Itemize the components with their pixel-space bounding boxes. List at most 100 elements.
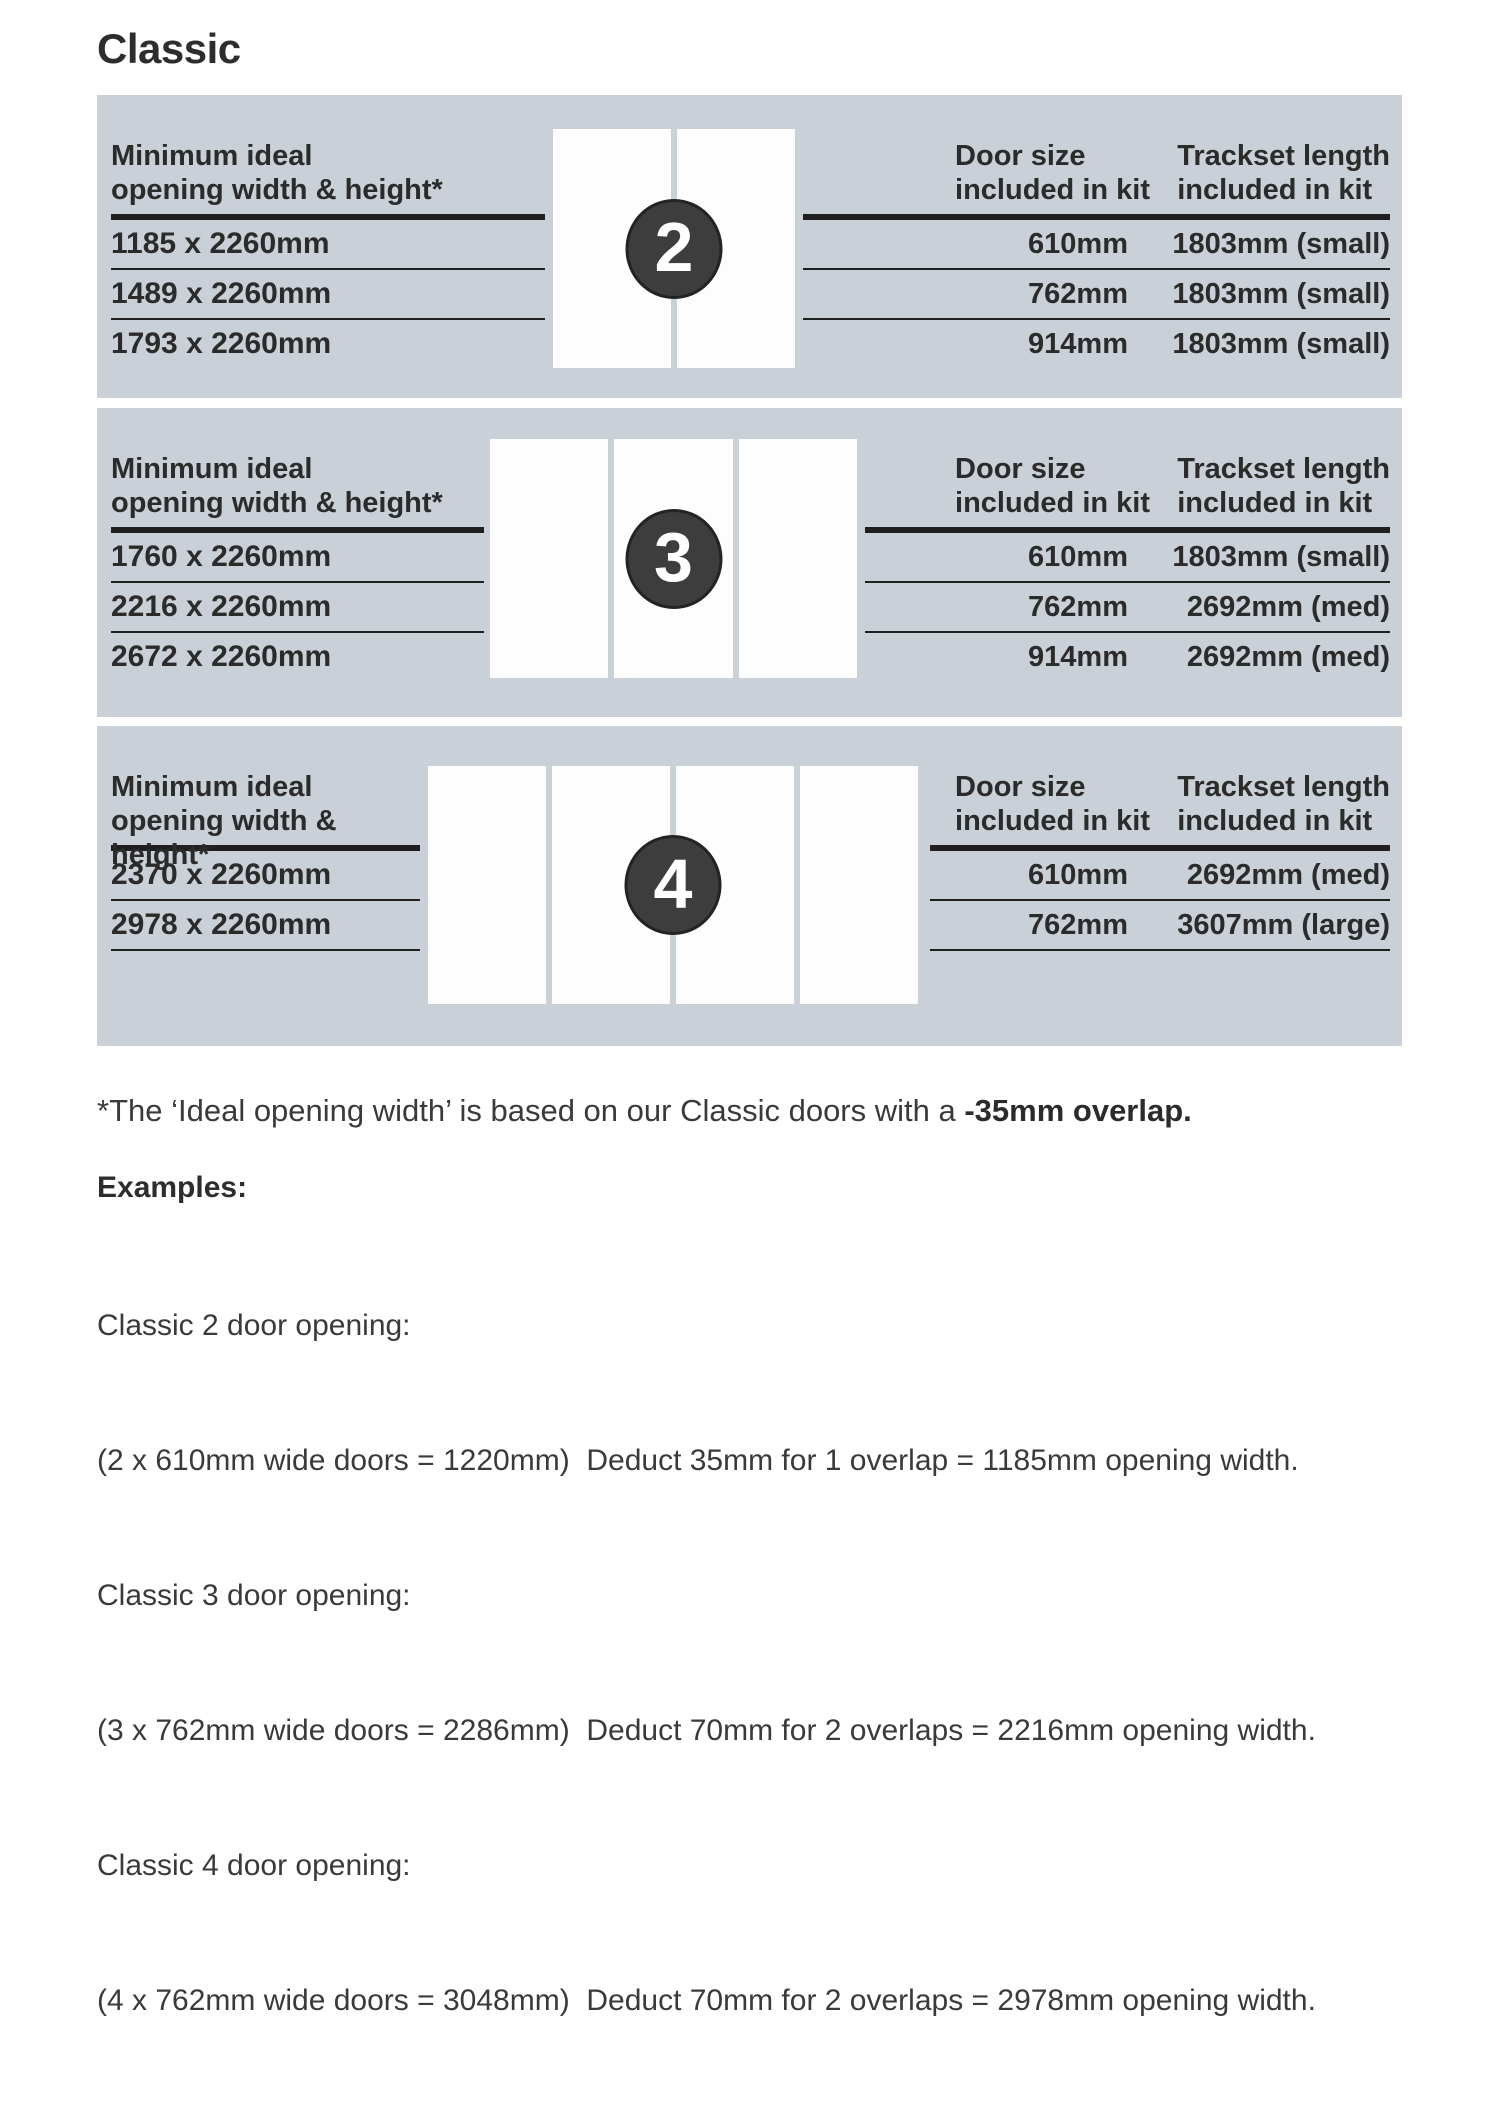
overlap-footnote: *The ‘Ideal opening width’ is based on o…: [97, 1093, 1500, 1129]
trackset-value: 1803mm (small): [1172, 327, 1390, 360]
trackset-header: Trackset length included in kit: [1158, 770, 1390, 838]
trackset-header-line2: included in kit: [1177, 174, 1373, 206]
door-size-header-line1: Door size: [955, 140, 1086, 172]
kit-table-header: Door size included in kit Trackset lengt…: [803, 139, 1390, 207]
door-panel: [428, 766, 546, 1004]
kit-row: 762mm 1803mm (small): [803, 270, 1390, 320]
opening-header-line2: opening width & height*: [111, 487, 443, 519]
panel-4-door: Minimum ideal opening width & height* 23…: [97, 726, 1402, 1046]
opening-header-line2: opening width & height*: [111, 805, 337, 871]
door-count-number: 2: [654, 208, 694, 286]
trackset-header-line1: Trackset length: [1177, 771, 1390, 803]
trackset-header-line1: Trackset length: [1177, 453, 1390, 485]
trackset-value: 2692mm (med): [1186, 590, 1390, 623]
door-size-value: 610mm: [1028, 227, 1128, 260]
kit-row: 914mm 2692mm (med): [865, 633, 1390, 681]
header-rule: [803, 214, 1390, 220]
door-size-value: 610mm: [1028, 540, 1128, 573]
doors-illustration-3: 3: [490, 439, 857, 678]
kit-table-3door: Door size included in kit Trackset lengt…: [865, 452, 1390, 681]
opening-size-table-3door: Minimum ideal opening width & height* 17…: [111, 452, 484, 681]
doors-illustration-2: 2: [553, 129, 795, 368]
opening-size-row: 1760 x 2260mm: [111, 533, 484, 583]
door-size-header-line1: Door size: [955, 453, 1086, 485]
kit-table-2door: Door size included in kit Trackset lengt…: [803, 139, 1390, 368]
opening-size-header: Minimum ideal opening width & height*: [111, 770, 420, 871]
door-size-value: 610mm: [1028, 858, 1128, 891]
opening-size-header: Minimum ideal opening width & height*: [111, 452, 484, 520]
door-size-header-line2: included in kit: [955, 487, 1150, 519]
opening-size-value: 1760 x 2260mm: [111, 540, 332, 573]
page-title: Classic: [97, 25, 241, 72]
kit-row: 762mm 2692mm (med): [865, 583, 1390, 633]
header-rule: [111, 527, 484, 533]
opening-size-row: 1793 x 2260mm: [111, 320, 545, 368]
door-size-header-line2: included in kit: [955, 174, 1150, 206]
example-line: Classic 4 door opening:: [97, 1849, 411, 1882]
example-line: Classic 2 door opening:: [97, 1309, 411, 1342]
examples-heading: Examples:: [97, 1171, 248, 1204]
trackset-value: 2692mm (med): [1186, 640, 1390, 673]
kit-row: 762mm 3607mm (large): [930, 901, 1390, 951]
kit-row: 914mm 1803mm (small): [803, 320, 1390, 368]
header-rule: [865, 527, 1390, 533]
opening-size-value: 2216 x 2260mm: [111, 590, 332, 623]
opening-size-table-2door: Minimum ideal opening width & height* 11…: [111, 139, 545, 368]
doors-illustration-4: 4: [428, 766, 918, 1004]
header-rule: [111, 845, 420, 851]
opening-size-value: 1489 x 2260mm: [111, 277, 332, 310]
opening-size-row: 2978 x 2260mm: [111, 901, 420, 951]
door-size-value: 762mm: [1028, 908, 1128, 941]
trackset-value: 1803mm (small): [1172, 227, 1390, 260]
opening-size-value: 2672 x 2260mm: [111, 640, 332, 673]
opening-header-line1: Minimum ideal: [111, 140, 313, 172]
panel-3-door: Minimum ideal opening width & height* 17…: [97, 408, 1402, 717]
spec-sheet: Classic Minimum ideal opening width & he…: [0, 26, 1500, 2113]
door-size-header-line2: included in kit: [955, 805, 1150, 837]
kit-table-4door: Door size included in kit Trackset lengt…: [930, 770, 1390, 951]
door-panel: [738, 439, 857, 678]
header-rule: [930, 845, 1390, 851]
opening-size-row: 2370 x 2260mm: [111, 851, 420, 901]
opening-size-value: 1185 x 2260mm: [111, 227, 330, 260]
door-size-header: Door size included in kit: [803, 139, 1158, 207]
trackset-value: 1803mm (small): [1172, 540, 1390, 573]
kit-table-header: Door size included in kit Trackset lengt…: [930, 770, 1390, 838]
opening-size-row: 2672 x 2260mm: [111, 633, 484, 681]
door-size-value: 762mm: [1028, 277, 1128, 310]
opening-size-row: 2216 x 2260mm: [111, 583, 484, 633]
door-size-header: Door size included in kit: [865, 452, 1158, 520]
opening-size-row: 1185 x 2260mm: [111, 220, 545, 270]
door-size-header-line1: Door size: [955, 771, 1086, 803]
door-count-badge: 4: [624, 835, 722, 935]
door-size-value: 914mm: [1028, 327, 1128, 360]
door-count-number: 3: [654, 518, 693, 596]
opening-size-value: 1793 x 2260mm: [111, 327, 332, 360]
example-line: (3 x 762mm wide doors = 2286mm) Deduct 7…: [97, 1714, 1316, 1747]
door-size-value: 762mm: [1028, 590, 1128, 623]
footnote-text: *The ‘Ideal opening width’ is based on o…: [97, 1093, 965, 1128]
opening-header-line1: Minimum ideal: [111, 771, 313, 803]
door-panel: [800, 766, 918, 1004]
header-rule: [111, 214, 545, 220]
panel-2-door: Minimum ideal opening width & height* 11…: [97, 95, 1402, 398]
examples-list: Classic 2 door opening: (2 x 610mm wide …: [97, 1213, 1500, 2113]
opening-size-value: 2370 x 2260mm: [111, 858, 332, 891]
opening-header-line1: Minimum ideal: [111, 453, 313, 485]
trackset-value: 3607mm (large): [1177, 908, 1390, 941]
example-line: Classic 3 door opening:: [97, 1579, 411, 1612]
trackset-header: Trackset length included in kit: [1158, 452, 1390, 520]
footnote-bold-text: -35mm overlap.: [964, 1093, 1192, 1128]
example-line: (2 x 610mm wide doors = 1220mm) Deduct 3…: [97, 1444, 1299, 1477]
door-count-number: 4: [653, 844, 693, 923]
trackset-value: 1803mm (small): [1172, 277, 1390, 310]
trackset-header-line1: Trackset length: [1177, 140, 1390, 172]
trackset-header-line2: included in kit: [1177, 487, 1373, 519]
opening-size-row: 1489 x 2260mm: [111, 270, 545, 320]
door-count-badge: 3: [625, 508, 722, 609]
trackset-header: Trackset length included in kit: [1158, 139, 1390, 207]
example-line: (4 x 762mm wide doors = 3048mm) Deduct 7…: [97, 1984, 1316, 2017]
door-size-header: Door size included in kit: [930, 770, 1158, 838]
opening-header-line2: opening width & height*: [111, 174, 443, 206]
kit-row: 610mm 1803mm (small): [803, 220, 1390, 270]
